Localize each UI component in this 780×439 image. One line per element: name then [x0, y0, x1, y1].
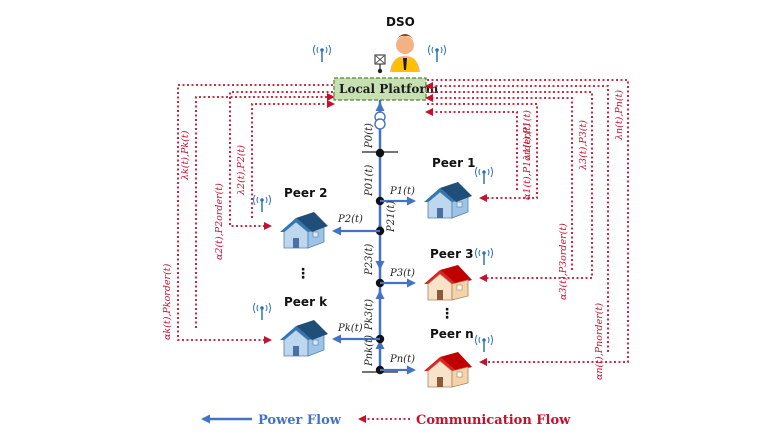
antenna-icon — [474, 247, 494, 266]
comm-label-ln: λn(t),Pn(t) — [614, 90, 625, 141]
comm-label-l3: λ3(t),P3(t) — [578, 120, 589, 171]
comm-label-l1: λ1(t),P1(t) — [522, 110, 533, 161]
antenna-icon — [252, 302, 272, 321]
peer1-label: Peer 1 — [432, 156, 476, 170]
comm-label-ak: αk(t),Pkorder(t) — [162, 263, 173, 340]
peer2-house-icon — [279, 211, 329, 249]
ellipsis-left: ⋮ — [296, 266, 310, 282]
comm-label-a1: α1(t),P1order(t) — [522, 123, 533, 200]
comm-flow-k-down — [177, 84, 333, 344]
transformer-icon — [374, 118, 386, 130]
antenna-icon — [312, 44, 332, 63]
peer1-house-icon — [423, 181, 473, 219]
comm-flow-n-up — [425, 82, 609, 352]
dso-person-icon — [390, 34, 420, 72]
antenna-icon — [252, 194, 272, 213]
comm-flow-3-down — [427, 91, 593, 282]
power-label-p1: P1(t) — [389, 186, 415, 197]
peern-label: Peer n — [430, 327, 474, 341]
peerk-label: Peer k — [284, 295, 328, 309]
antenna-icon — [427, 44, 447, 63]
comm-label-lk: λk(t),Pk(t) — [180, 130, 191, 181]
power-label-p3: P3(t) — [389, 268, 415, 279]
peern-house-icon — [423, 351, 473, 388]
antenna-icon — [474, 334, 494, 353]
comm-flow-1-up — [425, 108, 518, 190]
bus-node — [375, 148, 385, 158]
peer3-label: Peer 3 — [430, 247, 474, 261]
power-label-p21: P21(t) — [386, 201, 397, 233]
power-label-pnk: Pnk(t) — [364, 335, 375, 367]
comm-flow-k-up — [195, 93, 335, 328]
ellipsis-right: ⋮ — [440, 306, 454, 322]
power-label-p0: P0(t) — [364, 123, 375, 149]
power-label-p01: P01(t) — [364, 165, 375, 197]
comm-flow-n-down — [427, 79, 629, 366]
comm-label-l2: λ2(t),P2(t) — [236, 145, 247, 196]
antenna-icon — [474, 166, 494, 185]
local-platform-label: Local Platform — [339, 82, 439, 96]
peerk-house-icon — [279, 319, 329, 357]
power-label-p2: P2(t) — [337, 214, 363, 225]
peer3-house-icon — [423, 264, 473, 301]
dso-label: DSO — [386, 15, 415, 29]
comm-label-a3: α3(t),P3order(t) — [558, 223, 569, 300]
comm-label-an: αn(t),Pnorder(t) — [594, 303, 605, 380]
power-label-p23: P23(t) — [364, 244, 375, 276]
router-icon — [374, 54, 386, 74]
legend-power-label: Power Flow — [258, 413, 342, 428]
legend-comm-label: Communication Flow — [416, 413, 571, 428]
comm-label-a2: α2(t),P2order(t) — [214, 183, 225, 260]
power-label-pk3: Pk3(t) — [364, 299, 375, 331]
power-label-pn: Pn(t) — [389, 354, 415, 365]
peer2-label: Peer 2 — [284, 186, 328, 200]
comm-flow-3-up — [425, 94, 573, 270]
comm-flow-1-down — [427, 103, 538, 202]
comm-flow-2-up — [251, 100, 335, 218]
power-label-pk: Pk(t) — [337, 323, 363, 334]
comm-flow-2-down — [229, 91, 333, 230]
